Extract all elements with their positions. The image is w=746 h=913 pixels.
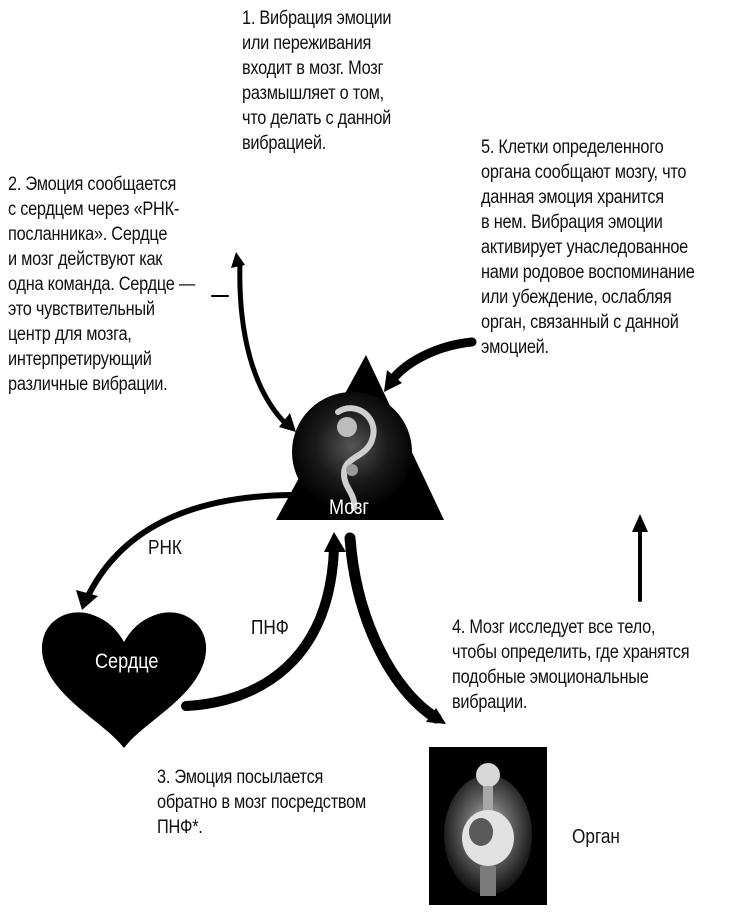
organ-image	[429, 747, 547, 905]
arrowhead-brain-left	[231, 252, 245, 268]
arrowhead-pnf	[324, 532, 346, 552]
pnf-label: ПНФ	[251, 617, 289, 639]
step2-note: 2. Эмоция сообщается с сердцем через «РН…	[8, 174, 195, 395]
arrow-step2-to-brain	[237, 259, 289, 427]
arrow-step5-to-brain	[387, 337, 477, 385]
arrowhead-step5	[384, 370, 402, 392]
arrowhead-step2	[279, 413, 296, 432]
brain-triangle	[276, 355, 444, 520]
arrow-brain-to-organ	[344, 532, 442, 724]
step5-note: 5. Клетки определенного органа сообщают …	[481, 137, 695, 358]
arrow-rnk	[85, 492, 293, 599]
arrowhead-organ	[426, 708, 446, 724]
heart-label: Сердце	[95, 650, 159, 673]
rnk-label: РНК	[148, 537, 182, 559]
brain-label: Мозг	[329, 496, 369, 519]
step4-note: 4. Мозг исследует все тело, чтобы опреде…	[452, 617, 690, 713]
arrowhead-up	[632, 514, 648, 532]
arrow-pnf	[181, 543, 339, 711]
brain-image	[292, 392, 412, 512]
arrowhead-rnk	[76, 590, 98, 610]
step3-note: 3. Эмоция посылается обратно в мозг поср…	[157, 767, 366, 838]
heart-shape	[41, 612, 207, 748]
step1-note: 1. Вибрация эмоции или переживания входи…	[242, 8, 392, 154]
organ-label: Орган	[572, 826, 620, 848]
